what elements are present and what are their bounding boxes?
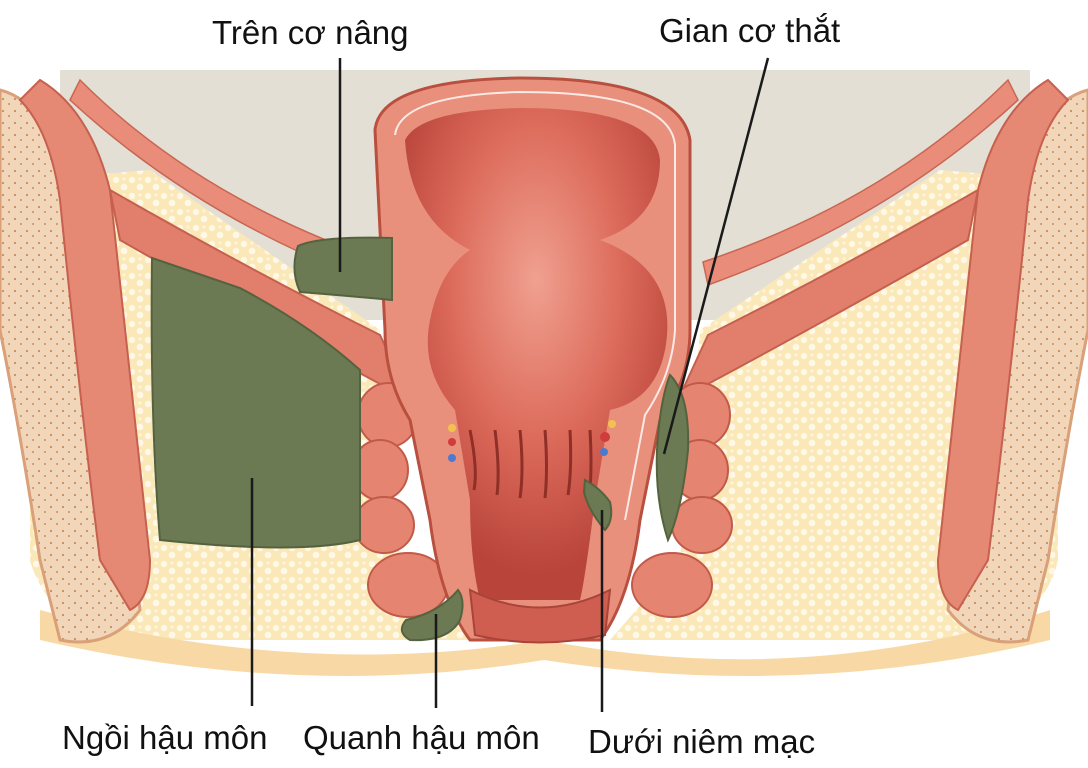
left-vessels bbox=[448, 424, 456, 462]
right-vessels bbox=[600, 420, 616, 456]
rectal-wall-inner-line bbox=[394, 90, 676, 521]
left-external-sphincter bbox=[351, 382, 449, 618]
ischioanal-abscess bbox=[150, 256, 361, 549]
label-perianal: Quanh hậu môn bbox=[303, 719, 540, 756]
anal-verge bbox=[468, 588, 612, 644]
rectal-lumen bbox=[405, 108, 668, 600]
intersphincteric-abscess bbox=[655, 373, 690, 543]
supralevator-abscess bbox=[293, 236, 393, 302]
label-ischioanal: Ngồi hậu môn bbox=[62, 719, 268, 756]
label-intersphincteric: Gian cơ thắt bbox=[659, 12, 841, 49]
right-side-muscle bbox=[936, 78, 1070, 612]
left-side-muscle bbox=[18, 78, 152, 612]
right-external-sphincter bbox=[631, 382, 733, 618]
perianal-abscess bbox=[400, 588, 464, 642]
label-submucosal: Dưới niêm mạc bbox=[588, 723, 816, 760]
submucosal-abscess bbox=[582, 478, 613, 532]
anal-columns bbox=[468, 429, 593, 499]
label-supralevator: Trên cơ nâng bbox=[212, 14, 409, 51]
leader-lines bbox=[250, 57, 770, 712]
top-white-band bbox=[0, 0, 1088, 70]
leader-intersphincteric bbox=[662, 57, 770, 455]
